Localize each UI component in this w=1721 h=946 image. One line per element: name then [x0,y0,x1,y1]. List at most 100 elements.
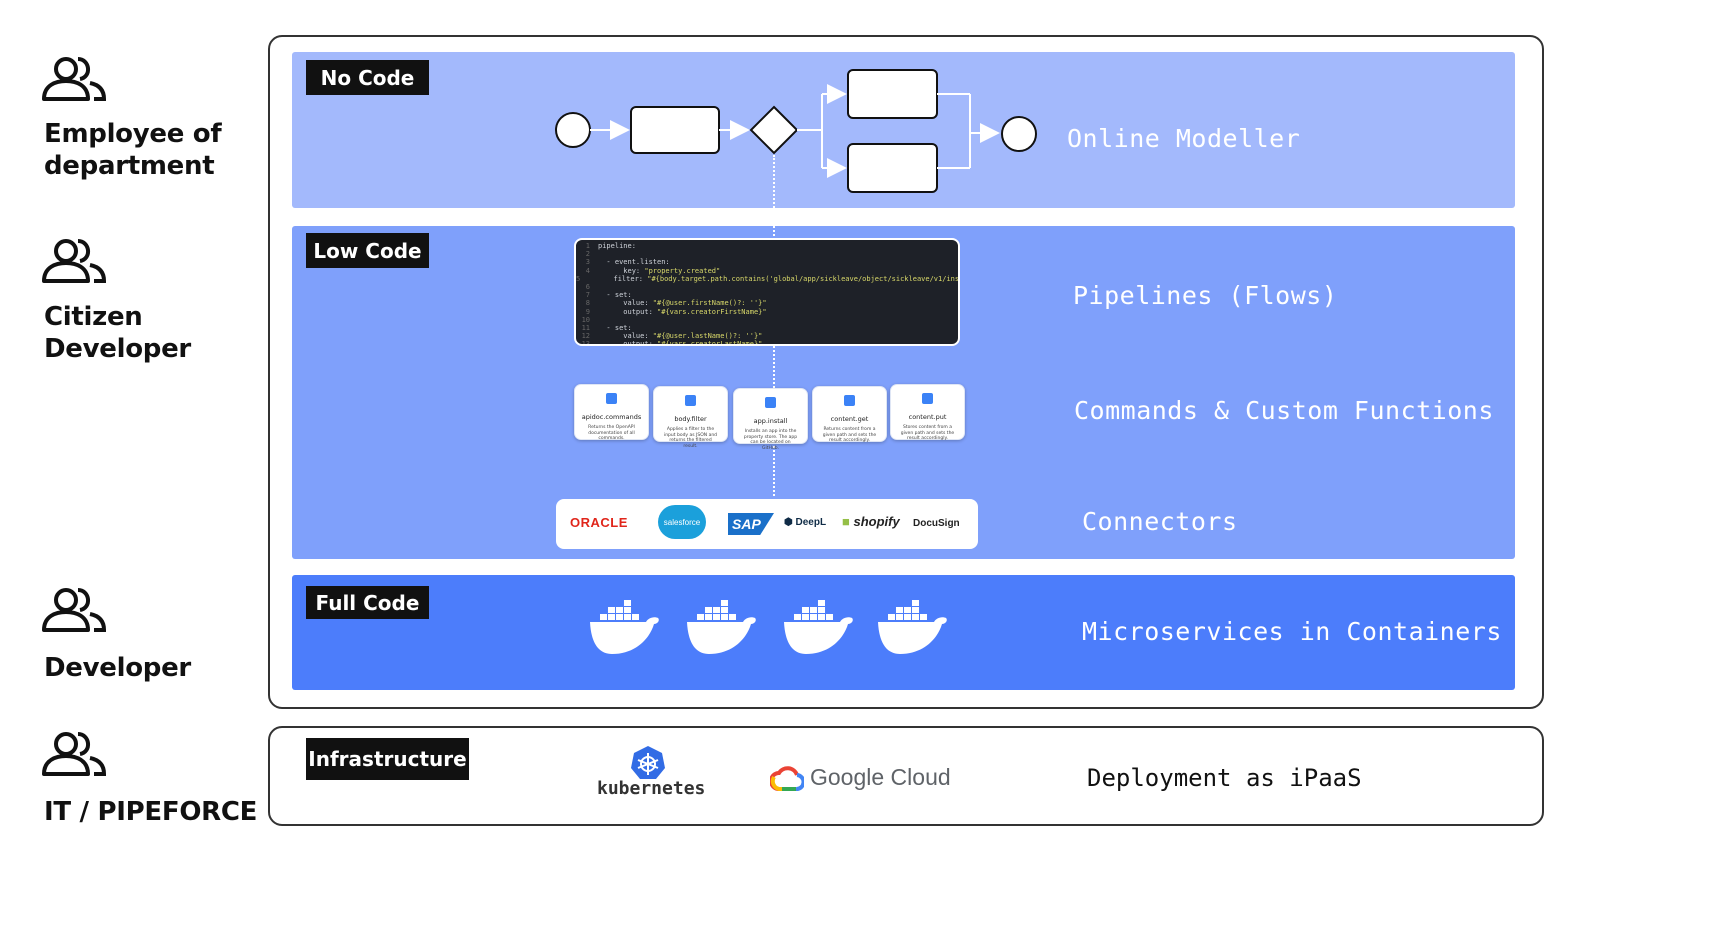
users-icon [42,732,107,776]
low-code-tag: Low Code [306,233,429,268]
command-description: Stores content from a given path and set… [900,425,955,441]
docusign-logo: DocuSign [913,518,960,529]
code-string: "#{@user.lastName()?: ''}" [652,332,763,341]
code-line: 1 pipeline: [576,242,958,250]
start-event [555,112,591,148]
code-string: "#{@user.firstName()?: ''}" [652,299,767,308]
line-number: 7 [585,291,590,300]
line-number: 12 [581,332,590,341]
microservices-label: Microservices in Containers [1082,617,1502,646]
deployment-label: Deployment as iPaaS [1087,764,1362,792]
deepl-icon: ⬢ [784,517,796,528]
line-number: 9 [585,307,590,316]
code-line: 13 output: "#{vars.creatorLastName}" [576,340,958,346]
code-text: output: [598,307,658,316]
command-title: body.filter [674,415,707,423]
gateway-diamond [749,105,799,155]
code-text: - set: [598,324,632,333]
role-label-developer: Developer [44,653,191,683]
command-description: Returns the OpenAPI documentation of all… [588,425,635,441]
dotted-connector-lower [773,226,775,496]
line-number: 6 [585,283,590,292]
pipelines-label: Pipelines (Flows) [1073,281,1338,310]
command-title: content.get [830,415,869,423]
code-text: value: [598,332,653,341]
code-string: "#{vars.creatorLastName}" [657,340,763,346]
code-string: "#{vars.creatorFirstName}" [657,307,767,316]
line-number: 10 [581,315,590,324]
code-line: 7 - set: [576,291,958,299]
oracle-logo: ORACLE [570,515,628,530]
docker-icon [687,600,756,654]
users-icon [42,239,107,283]
code-text: output: [598,340,658,346]
process-model-diagram [555,69,1037,193]
code-line: 3 - event.listen: [576,258,958,266]
code-string: "property.created" [644,266,721,275]
code-text: pipeline: [598,242,636,250]
puzzle-icon [685,395,696,406]
kubernetes-label: kubernetes [597,778,706,799]
deepl-logo: ⬢ DeepL [784,517,826,528]
line-number: 1 [585,242,590,250]
connectors-box: ORACLE salesforce SAP ⬢ DeepL ■ shopify … [556,499,978,549]
task-box-lower [847,143,938,193]
code-text: - event.listen: [598,258,670,267]
kubernetes-icon [631,746,665,779]
end-event [1001,116,1037,152]
users-icon [42,57,107,101]
infrastructure-frame [268,726,1544,826]
task-box [630,106,720,154]
code-line: 4 key: "property.created" [576,267,958,275]
shopify-logo: ■ shopify [842,514,900,529]
code-line: 6 [576,283,958,291]
line-number: 8 [585,299,590,308]
salesforce-label: salesforce [663,517,701,527]
shopify-label: shopify [853,514,900,529]
puzzle-icon [844,395,855,406]
command-title: app.install [753,417,788,425]
command-description: Installs an app into the property store.… [743,429,798,451]
line-number: 13 [581,340,590,346]
code-text: key: [598,266,645,275]
line-number: 11 [581,324,590,333]
line-number: 2 [585,250,590,259]
google-cloud-label: Google Cloud [810,764,951,790]
infrastructure-tag: Infrastructure [306,738,469,780]
code-line: 8 value: "#{@user.firstName()?: ''}" [576,299,958,307]
code-line: 9 output: "#{vars.creatorFirstName}" [576,308,958,316]
no-code-tag: No Code [306,60,429,95]
online-modeller-label: Online Modeller [1067,124,1301,153]
code-text: filter: [588,274,648,283]
command-title: content.put [908,413,947,421]
role-label-it: IT / PIPEFORCE [44,797,258,827]
puzzle-icon [606,393,617,404]
command-description: Applies a filter to the input body as JS… [663,427,718,449]
code-line: 11 - set: [576,324,958,332]
sap-label: SAP [732,516,761,532]
puzzle-icon [765,397,776,408]
code-text: - set: [598,291,632,300]
command-title: apidoc.commands [581,413,642,421]
docker-icon [878,600,947,654]
google-cloud-icon [770,766,804,791]
code-string: "#{body.target.path.contains('global/app… [647,274,960,283]
shopify-bag-icon: ■ [842,514,850,529]
code-line: 12 value: "#{@user.lastName()?: ''}" [576,332,958,340]
role-label-citizen: Citizen Developer [44,302,191,364]
command-description: Returns content from a given path and se… [822,427,877,443]
sap-logo: SAP [728,513,774,535]
code-line: 2 [576,250,958,258]
deepl-label: DeepL [795,517,827,528]
code-text: value: [598,299,653,308]
docker-icon [784,600,853,654]
code-line: 10 [576,316,958,324]
line-number: 3 [585,258,590,267]
role-label-employee: Employee of department [44,119,222,181]
line-number: 4 [585,266,590,275]
